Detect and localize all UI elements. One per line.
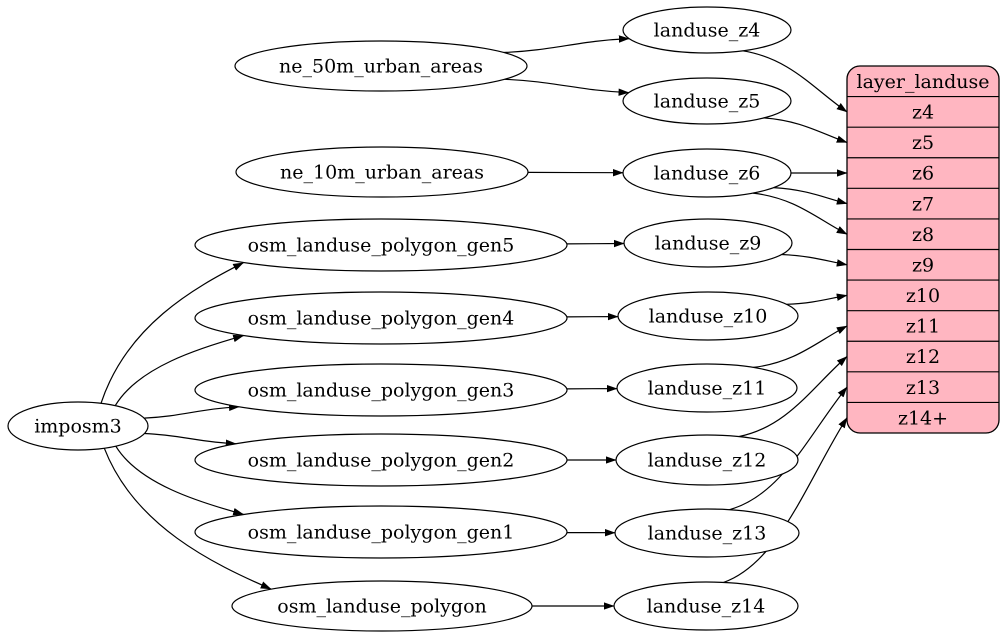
node-shape-imposm3 (7, 401, 149, 451)
node-label-osm_landuse_polygon: osm_landuse_polygon (277, 596, 487, 618)
edge-landuse_z10-to-layer_landuse-z10 (786, 293, 848, 305)
record-row-label-z6: z6 (912, 163, 934, 185)
node-shape-osm_landuse_polygon (231, 580, 533, 632)
node-shape-osm_landuse_polygon_gen1 (194, 505, 568, 559)
node-label-landuse_z13: landuse_z13 (648, 523, 767, 545)
node-shape-ne_50m_urban_areas (234, 40, 528, 92)
node-label-landuse_z4: landuse_z4 (654, 20, 761, 42)
node-label-landuse_z14: landuse_z14 (647, 596, 766, 618)
node-ne_50m_urban_areas: ne_50m_urban_areas (234, 40, 528, 92)
node-label-landuse_z12: landuse_z12 (648, 450, 767, 472)
node-label-osm_landuse_polygon_gen4: osm_landuse_polygon_gen4 (248, 308, 515, 330)
node-shape-landuse_z10 (617, 291, 799, 341)
record-row-label-z4: z4 (912, 102, 934, 124)
edge-imposm3-to-osm_landuse_polygon_gen3 (144, 403, 240, 419)
node-osm_landuse_polygon: osm_landuse_polygon (231, 580, 533, 632)
node-shape-osm_landuse_polygon_gen4 (194, 291, 568, 345)
node-osm_landuse_polygon_gen3: osm_landuse_polygon_gen3 (194, 363, 568, 417)
edge-landuse_z9-to-layer_landuse-z9 (781, 253, 848, 267)
edge-imposm3-to-osm_landuse_polygon_gen5 (100, 262, 244, 404)
edge-imposm3-to-osm_landuse_polygon_gen2 (144, 432, 237, 448)
node-label-landuse_z6: landuse_z6 (654, 163, 761, 185)
node-landuse_z5: landuse_z5 (622, 77, 792, 125)
record-row-label-z12: z12 (906, 346, 940, 368)
node-label-osm_landuse_polygon_gen5: osm_landuse_polygon_gen5 (248, 235, 515, 257)
node-label-osm_landuse_polygon_gen1: osm_landuse_polygon_gen1 (248, 522, 515, 544)
edge-ne_50m_urban_areas-to-landuse_z4 (503, 35, 630, 54)
record-row-label-z8: z8 (912, 224, 934, 246)
edge-imposm3-to-osm_landuse_polygon_gen4 (114, 334, 244, 407)
node-label-landuse_z9: landuse_z9 (655, 233, 762, 255)
node-imposm3: imposm3 (7, 401, 149, 451)
record-row-label-z5: z5 (912, 132, 934, 154)
node-shape-landuse_z12 (615, 434, 799, 486)
record-row-label-z14+: z14+ (898, 407, 948, 429)
node-landuse_z12: landuse_z12 (615, 434, 799, 486)
node-label-landuse_z11: landuse_z11 (648, 378, 767, 400)
node-shape-landuse_z13 (614, 508, 800, 558)
node-osm_landuse_polygon_gen4: osm_landuse_polygon_gen4 (194, 291, 568, 345)
node-osm_landuse_polygon_gen2: osm_landuse_polygon_gen2 (194, 433, 568, 487)
node-landuse_z10: landuse_z10 (617, 291, 799, 341)
node-landuse_z9: landuse_z9 (623, 218, 793, 268)
node-landuse_z11: landuse_z11 (616, 363, 798, 413)
edge-landuse_z12-to-layer_landuse-z12 (738, 356, 848, 438)
node-shape-landuse_z14 (613, 581, 799, 631)
node-shape-landuse_z6 (622, 148, 792, 198)
node-shape-osm_landuse_polygon_gen5 (194, 218, 568, 272)
node-shape-landuse_z9 (623, 218, 793, 268)
node-ne_10m_urban_areas: ne_10m_urban_areas (235, 146, 529, 198)
edge-imposm3-to-osm_landuse_polygon (103, 447, 272, 590)
node-landuse_z13: landuse_z13 (614, 508, 800, 558)
edge-landuse_z11-to-layer_landuse-z11 (753, 325, 848, 368)
node-shape-ne_10m_urban_areas (235, 146, 529, 198)
edge-landuse_z6-to-layer_landuse-z7 (773, 187, 848, 205)
node-label-ne_10m_urban_areas: ne_10m_urban_areas (280, 162, 484, 184)
node-label-osm_landuse_polygon_gen3: osm_landuse_polygon_gen3 (248, 380, 515, 402)
record-title: layer_landuse (857, 71, 990, 93)
record-row-label-z10: z10 (906, 285, 940, 307)
edge-landuse_z14-to-layer_landuse-z14+ (723, 417, 848, 583)
node-landuse_z6: landuse_z6 (622, 148, 792, 198)
node-label-osm_landuse_polygon_gen2: osm_landuse_polygon_gen2 (248, 450, 515, 472)
edge-landuse_z5-to-layer_landuse-z5 (763, 117, 848, 144)
node-shape-osm_landuse_polygon_gen2 (194, 433, 568, 487)
record-row-label-z11: z11 (906, 316, 940, 338)
node-shape-osm_landuse_polygon_gen3 (194, 363, 568, 417)
node-osm_landuse_polygon_gen5: osm_landuse_polygon_gen5 (194, 218, 568, 272)
node-osm_landuse_polygon_gen1: osm_landuse_polygon_gen1 (194, 505, 568, 559)
node-landuse_z4: landuse_z4 (622, 6, 792, 54)
node-label-landuse_z10: landuse_z10 (649, 306, 768, 328)
node-shape-landuse_z5 (622, 77, 792, 125)
node-landuse_z14: landuse_z14 (613, 581, 799, 631)
node-shape-landuse_z4 (622, 6, 792, 54)
edge-landuse_z4-to-layer_landuse-z4 (742, 50, 848, 113)
record-row-label-z9: z9 (912, 254, 934, 276)
record-node-layer_landuse: layer_landuse z4 z5 z6 z7 z8 z9 z10 z11 z12 z13 z14… (846, 65, 1000, 434)
edge-ne_50m_urban_areas-to-landuse_z5 (504, 78, 630, 96)
record-row-label-z7: z7 (912, 193, 934, 215)
edge-landuse_z6-to-layer_landuse-z8 (752, 192, 848, 235)
node-label-imposm3: imposm3 (34, 416, 122, 438)
node-shape-landuse_z11 (616, 363, 798, 413)
edge-imposm3-to-osm_landuse_polygon_gen1 (115, 445, 244, 516)
record-row-label-z13: z13 (906, 377, 940, 399)
node-label-ne_50m_urban_areas: ne_50m_urban_areas (279, 56, 483, 78)
node-label-landuse_z5: landuse_z5 (654, 91, 761, 113)
